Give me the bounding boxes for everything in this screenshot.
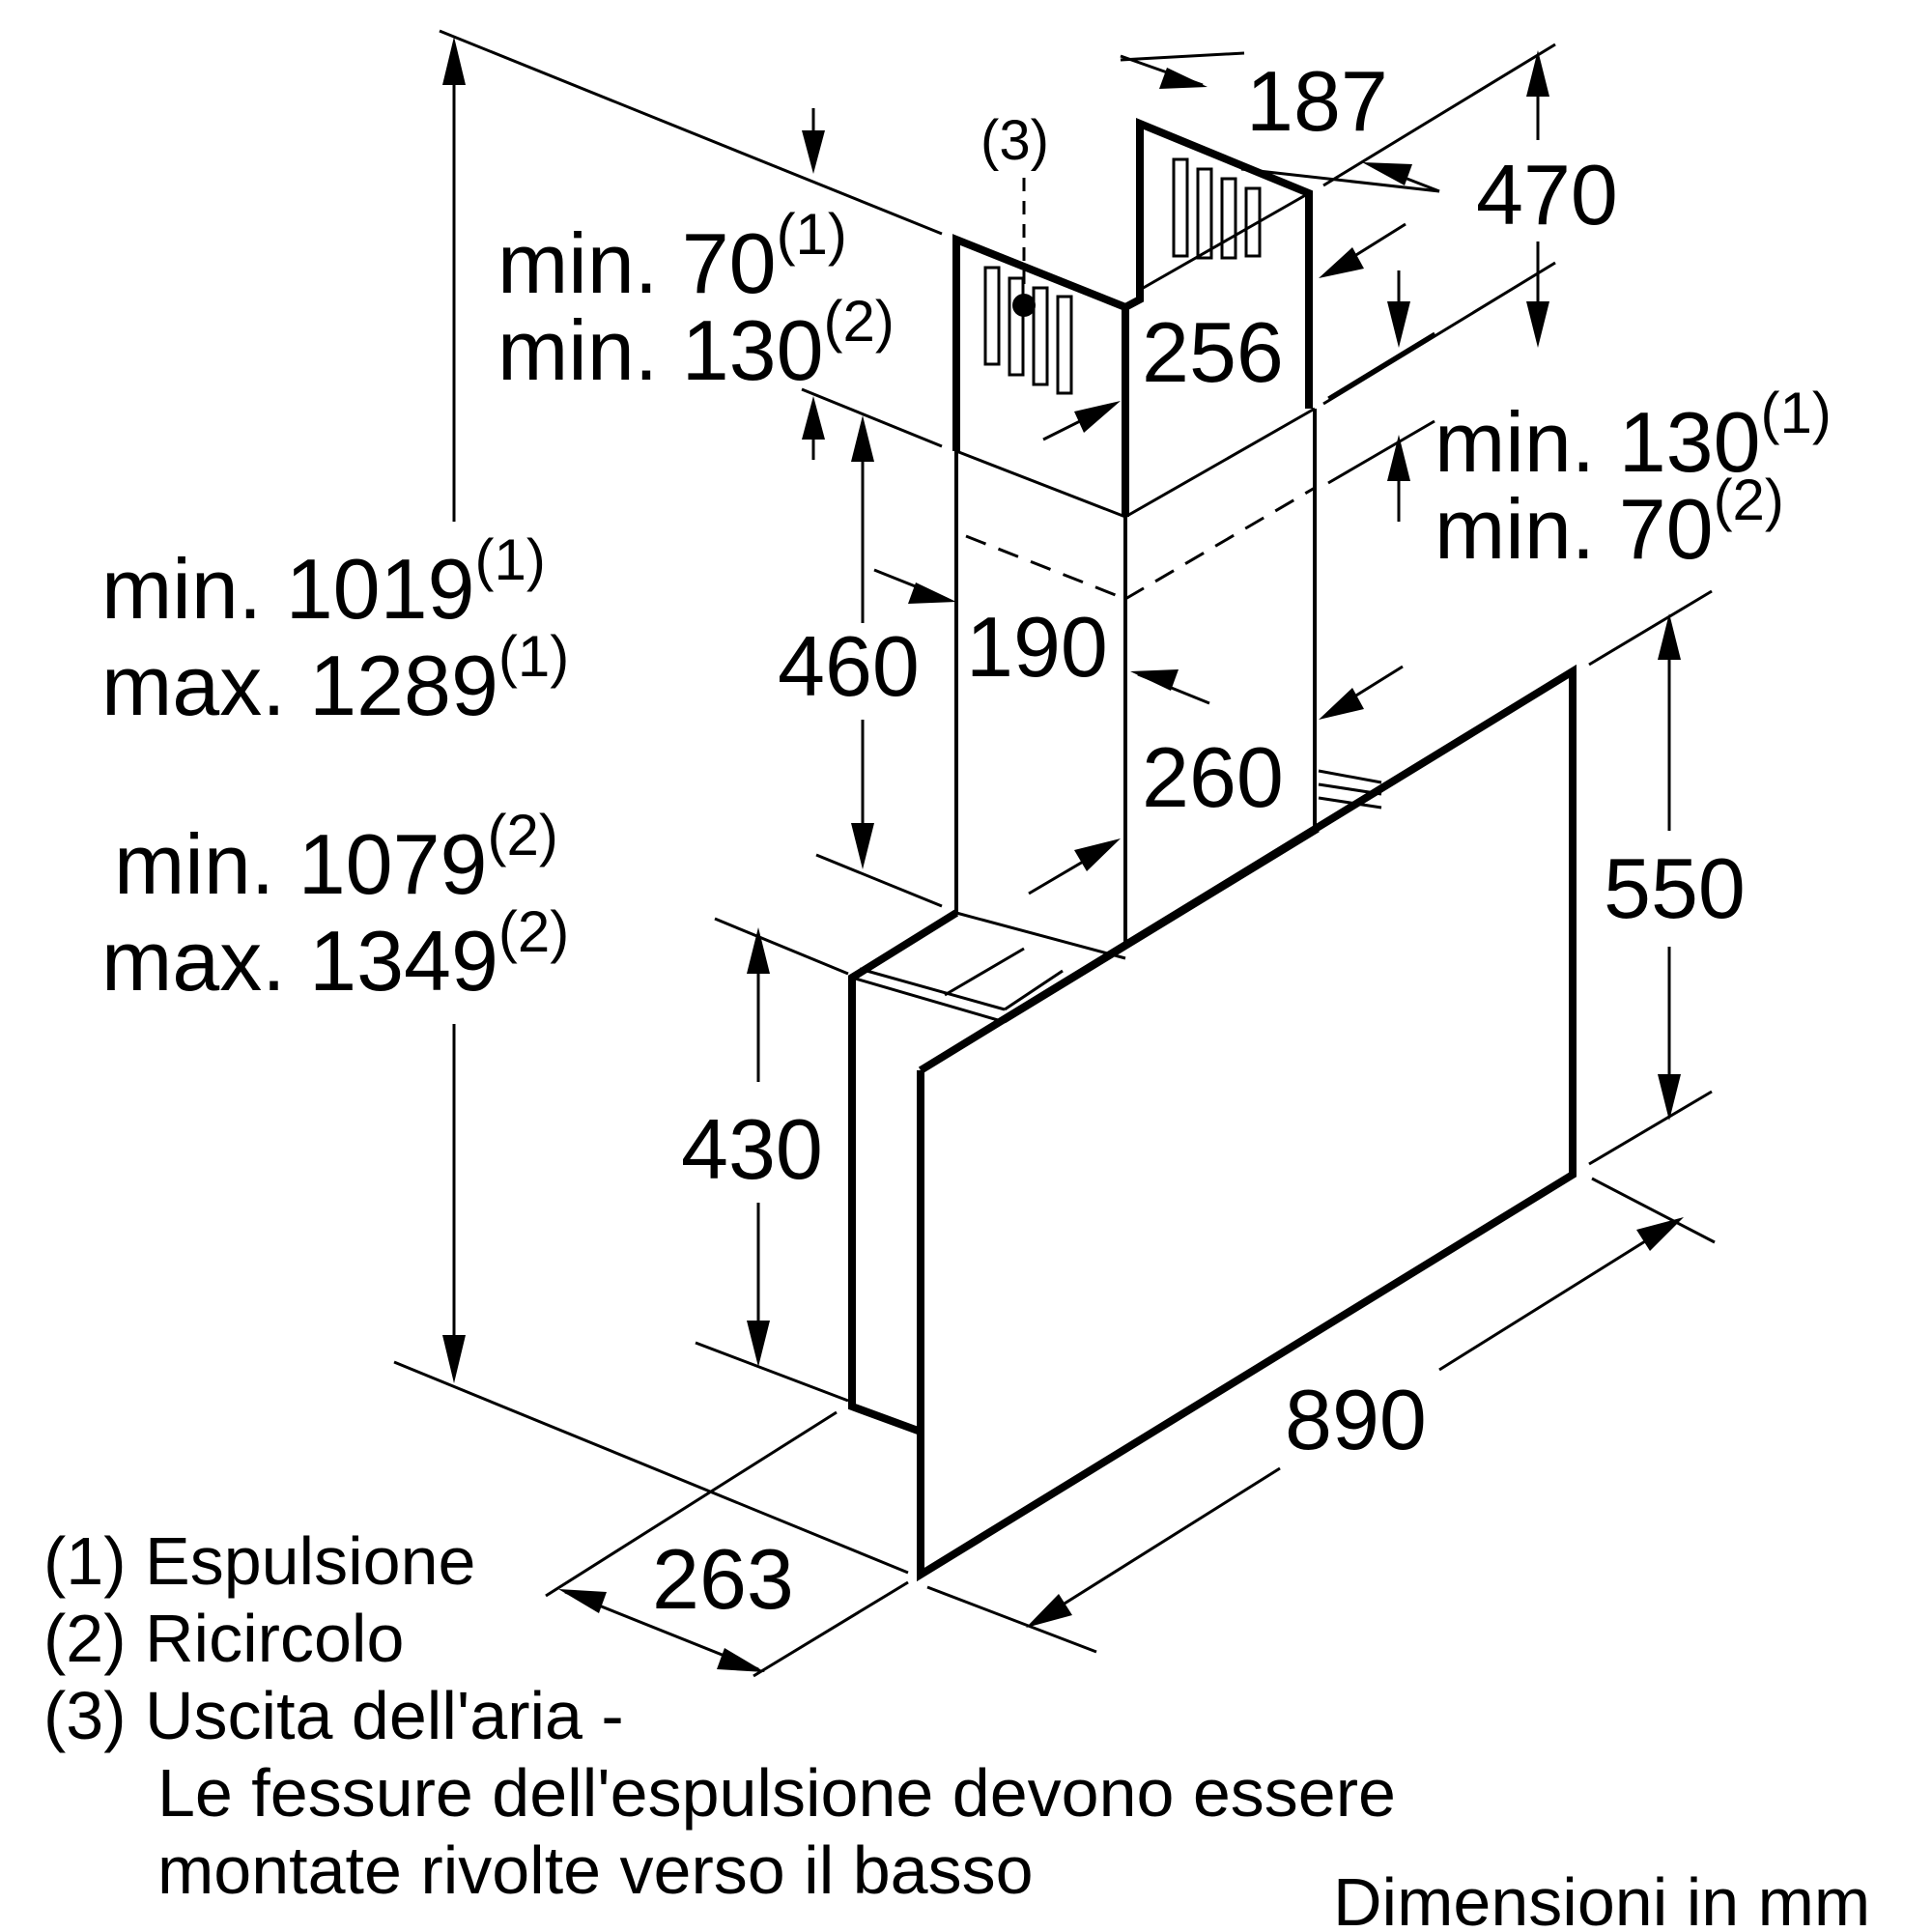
chimney-lower-top-left bbox=[955, 449, 1126, 519]
frame-top-edge bbox=[851, 976, 1006, 1024]
overall-height-1-line1: min. 1019(1) bbox=[101, 527, 546, 637]
chimney-lower-base bbox=[1124, 829, 1316, 949]
frame-slat bbox=[1318, 782, 1382, 796]
dim-460: 460 bbox=[778, 618, 920, 714]
frame-top-edge-3 bbox=[955, 911, 1126, 960]
chimney-hidden-edge bbox=[965, 534, 1126, 601]
legend-item-1: (1) Espulsione bbox=[43, 1523, 475, 1599]
frame-slat bbox=[1318, 769, 1382, 784]
air-outlet-marker bbox=[1012, 294, 1036, 317]
dim-470: 470 bbox=[1476, 147, 1618, 242]
chimney-lower bbox=[954, 407, 1317, 949]
dim-190: 190 bbox=[966, 599, 1108, 695]
top-right-min-line2: min. 70(2) bbox=[1435, 468, 1784, 577]
frame-slat bbox=[1318, 796, 1382, 810]
chimney-upper-right-outline bbox=[1123, 118, 1313, 409]
dim-263: 263 bbox=[652, 1531, 794, 1627]
overall-height-2-line1: min. 1079(2) bbox=[114, 803, 558, 912]
top-left-min-line1: min. 70(1) bbox=[497, 202, 847, 311]
frame-top-edge-2 bbox=[859, 967, 1006, 1011]
clearance-labels: min. 70(1) min. 130(2) min. 130(1) min. … bbox=[101, 202, 1832, 1009]
dim-890: 890 bbox=[1285, 1372, 1427, 1467]
chimney-upper bbox=[952, 118, 1313, 517]
frame-slat bbox=[1004, 969, 1064, 1011]
frame-slat bbox=[944, 947, 1025, 997]
callout-3-label: (3) bbox=[980, 109, 1049, 172]
dim-430: 430 bbox=[681, 1101, 823, 1197]
legend-item-3-line2: Le fessure dell'espulsione devono essere bbox=[157, 1755, 1396, 1831]
legend-item-3-line1: (3) Uscita dell'aria - bbox=[43, 1678, 624, 1753]
chimney-upper-top-edge bbox=[1139, 191, 1310, 292]
chimney-lower-top-right bbox=[1124, 407, 1316, 519]
dim-260: 260 bbox=[1142, 729, 1284, 825]
dim-187: 187 bbox=[1246, 53, 1388, 149]
dimension-arrows bbox=[442, 37, 1684, 1672]
legend: (1) Espulsione (2) Ricircolo (3) Uscita … bbox=[43, 1523, 1396, 1908]
chimney-hidden-edge-2 bbox=[1124, 486, 1316, 601]
dim-550: 550 bbox=[1604, 840, 1746, 936]
dimension-labels: 187 470 256 190 460 260 550 430 890 263 … bbox=[652, 53, 1746, 1627]
overall-height-2-line2: max. 1349(2) bbox=[101, 899, 569, 1009]
vent-slots-right bbox=[1172, 157, 1262, 260]
legend-item-2: (2) Ricircolo bbox=[43, 1601, 404, 1676]
top-right-min-line1: min. 130(1) bbox=[1435, 381, 1832, 490]
units-note: Dimensioni in mm bbox=[1333, 1864, 1870, 1932]
chimney-upper-outline bbox=[952, 234, 1129, 517]
vent-slots-left bbox=[983, 266, 1073, 395]
legend-item-3-line3: montate rivolte verso il basso bbox=[157, 1833, 1034, 1908]
overall-height-1-line2: max. 1289(1) bbox=[101, 624, 569, 733]
dim-256: 256 bbox=[1142, 304, 1284, 400]
hood-frame-back bbox=[848, 909, 959, 1435]
extension-lines bbox=[393, 29, 1716, 1678]
glass-panel-top-edge bbox=[1004, 829, 1320, 1024]
hood-body bbox=[848, 664, 1577, 1582]
top-left-min-line2: min. 130(2) bbox=[497, 289, 895, 398]
